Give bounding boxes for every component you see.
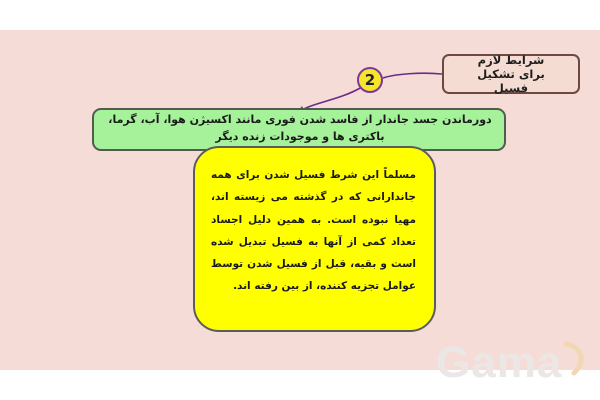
watermark-arc-icon [563, 341, 584, 376]
title-to-badge-connector [382, 72, 443, 79]
step-number-badge: 2 [357, 67, 383, 93]
title-text: شرایط لازم برای تشکیل فسیل [477, 53, 545, 95]
step-number: 2 [364, 71, 376, 89]
condition-box: دورماندن جسد جاندار از فاسد شدن فوری مان… [92, 108, 506, 151]
condition-text: دورماندن جسد جاندار از فاسد شدن فوری مان… [108, 113, 492, 143]
fossil-conditions-title-box: شرایط لازم برای تشکیل فسیل [442, 53, 580, 95]
explanation-text: مسلماً این شرط فسیل شدن برای همه جاندارا… [211, 169, 416, 293]
explanation-box: مسلماً این شرط فسیل شدن برای همه جاندارا… [193, 146, 436, 332]
gama-watermark-logo: Gama [436, 338, 563, 387]
